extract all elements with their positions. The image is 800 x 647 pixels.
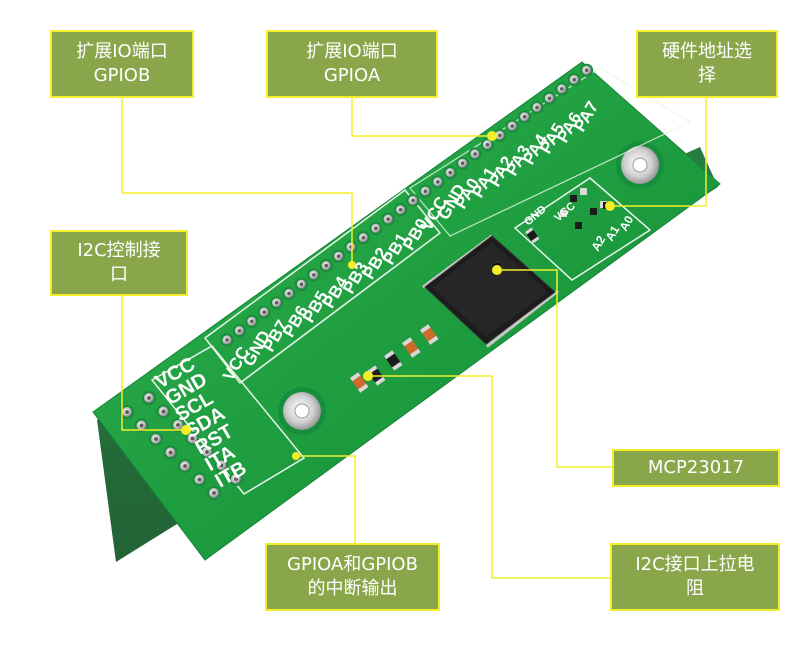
header-pin-pad bbox=[493, 128, 507, 142]
mcp23017-chip bbox=[422, 234, 559, 348]
leader-lines bbox=[121, 98, 707, 579]
header-pin-pad bbox=[505, 119, 519, 133]
header-pin-pad bbox=[257, 305, 271, 319]
leader-line-address bbox=[610, 98, 707, 207]
header-pin-pad bbox=[332, 249, 346, 263]
header-pin-pad bbox=[443, 166, 457, 180]
callout-chip: MCP23017 bbox=[612, 449, 780, 487]
header-pin-pad bbox=[319, 259, 333, 273]
header-pin-pad bbox=[163, 445, 178, 460]
leader-line-chip bbox=[497, 269, 612, 468]
mounting-hole bbox=[278, 387, 326, 435]
leader-line-gpiob bbox=[121, 98, 353, 265]
callout-address-select: 硬件地址选 择 bbox=[636, 30, 778, 98]
header-pin-pad bbox=[156, 404, 171, 419]
callout-chip-line1: MCP23017 bbox=[647, 457, 745, 478]
leader-line-pullup bbox=[368, 375, 610, 579]
header-pin-pad bbox=[185, 431, 200, 446]
callout-interrupt-line1: GPIOA和GPIOB bbox=[287, 554, 418, 575]
silk-address-label: A2 bbox=[588, 233, 608, 254]
leader-line-gpioa bbox=[351, 98, 492, 137]
callout-gpioa-line2: GPIOA bbox=[323, 65, 381, 86]
mounting-hole bbox=[616, 141, 664, 189]
header-pin-pad bbox=[468, 147, 482, 161]
callout-gpiob-port: 扩展IO端口 GPIOB bbox=[50, 30, 194, 98]
header-pin-pad bbox=[344, 240, 358, 254]
header-pin-pad bbox=[229, 472, 243, 486]
header-pin-pad bbox=[307, 268, 321, 282]
leader-line-i2c bbox=[121, 296, 186, 431]
pcb-board bbox=[92, 61, 721, 562]
header-pin-pad bbox=[530, 100, 544, 115]
header-pin-pad bbox=[518, 110, 532, 124]
header-pin-pad bbox=[418, 184, 432, 198]
header-pin-pad bbox=[394, 203, 408, 217]
header-pin-pad bbox=[178, 459, 192, 473]
callout-gpiob-line1: 扩展IO端口 bbox=[76, 41, 168, 62]
header-pin-pad bbox=[555, 82, 569, 96]
header-pin-pad bbox=[542, 91, 557, 105]
header-pin-pad bbox=[270, 296, 284, 310]
callout-i2c-line2: 口 bbox=[110, 264, 128, 285]
header-pin-pad bbox=[356, 231, 370, 245]
header-pin-pad bbox=[580, 63, 594, 77]
callout-gpioa-line1: 扩展IO端口 bbox=[306, 41, 398, 62]
callout-gpiob-line2: GPIOB bbox=[93, 65, 151, 86]
silk-address-label: A1 bbox=[602, 223, 622, 244]
header-pin-pad bbox=[245, 314, 259, 328]
silk-address-label: A0 bbox=[616, 213, 636, 234]
header-pin-pad bbox=[381, 212, 395, 226]
header-pin-pad bbox=[294, 277, 308, 291]
header-pin-pad bbox=[456, 156, 470, 170]
callout-i2c-interface: I2C控制接 口 bbox=[50, 230, 188, 296]
header-pin-pad bbox=[567, 73, 581, 87]
header-pin-pad bbox=[192, 472, 207, 487]
callout-interrupt-line2: 的中断输出 bbox=[307, 578, 398, 599]
callout-i2c-line1: I2C控制接 bbox=[77, 240, 161, 261]
header-pin-pad bbox=[134, 418, 149, 433]
header-pin-pad bbox=[214, 458, 229, 473]
callout-interrupt-out: GPIOA和GPIOB 的中断输出 bbox=[265, 543, 440, 611]
header-pin-pad bbox=[406, 193, 420, 208]
header-pin-pad bbox=[431, 175, 445, 189]
header-pin-pad bbox=[232, 324, 246, 338]
header-pin-pad bbox=[200, 445, 214, 459]
header-pin-pad bbox=[207, 486, 221, 500]
header-pin-pad bbox=[142, 391, 156, 405]
top-header-pins bbox=[220, 63, 594, 347]
header-pin-pad bbox=[220, 333, 234, 347]
header-pin-pad bbox=[480, 138, 494, 152]
callout-address-line2: 择 bbox=[698, 65, 716, 86]
leader-dots bbox=[181, 131, 615, 460]
callout-pullup-line2: 阻 bbox=[686, 578, 704, 599]
header-pin-pad bbox=[369, 221, 383, 235]
callout-pullup: I2C接口上拉电 阻 bbox=[610, 543, 780, 611]
header-pin-pad bbox=[282, 286, 296, 301]
left-header-pins bbox=[120, 391, 243, 500]
leader-line-interrupt bbox=[296, 455, 356, 543]
callout-pullup-line1: I2C接口上拉电 bbox=[635, 554, 755, 575]
header-pin-pad bbox=[120, 405, 134, 419]
callout-address-line1: 硬件地址选 bbox=[662, 41, 752, 62]
header-pin-pad bbox=[149, 432, 163, 446]
callout-gpioa-port: 扩展IO端口 GPIOA bbox=[266, 30, 438, 98]
